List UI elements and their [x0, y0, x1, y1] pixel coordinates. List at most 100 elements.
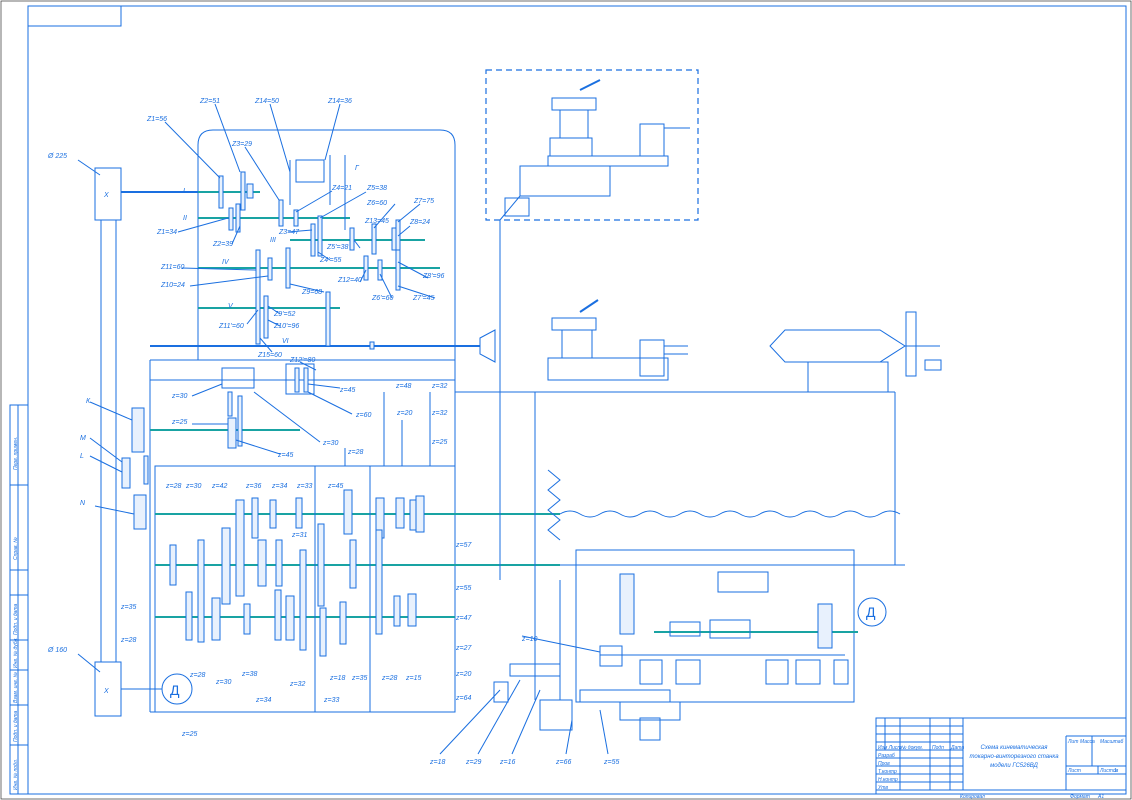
- shaft-3-label: III: [270, 237, 276, 244]
- gear-c-z16: z=16: [499, 759, 515, 766]
- gear-a-z45: z=45: [339, 387, 355, 394]
- stamp-inv-podl: Инв. № подл.: [13, 759, 19, 790]
- stamp-perv-primen: Перв. примен.: [13, 437, 19, 470]
- gear-z4-21: Z4=21: [331, 185, 352, 192]
- gear-z8-24: Z8=24: [409, 219, 430, 226]
- gear-z12-80: Z12'=80: [289, 357, 315, 364]
- stamp-inv-dubl: Инв. № дубл.: [13, 637, 19, 668]
- main-motor-label: Д: [170, 682, 180, 698]
- gear-b-z38: z=38: [241, 671, 257, 678]
- gear-z1-34: Z1=34: [156, 229, 177, 236]
- gear-a-z45b: z=45: [277, 452, 293, 459]
- gear-a-z32: z=32: [431, 383, 447, 390]
- tb-tcontr: Т.контр: [878, 769, 897, 775]
- gear-b-z36: z=36: [245, 483, 261, 490]
- gear-b-z57: z=57: [455, 542, 472, 549]
- tb-check: Пров: [878, 761, 890, 767]
- gear-c-z29: z=29: [465, 759, 481, 766]
- gear-b-z30b: z=30: [215, 679, 231, 686]
- gear-z14-50: Z14=50: [254, 98, 279, 105]
- stamp-vzam-inv: Взам. инв. №: [13, 671, 19, 703]
- gear-a-z30b: z=30: [322, 440, 338, 447]
- shaft-1-label: I: [183, 188, 185, 195]
- gear-b-z34: z=34: [271, 483, 287, 490]
- shaft-4-label: IV: [222, 259, 230, 266]
- title-block: Изм Лист № докум. Подп Дата Разраб Пров …: [875, 717, 1127, 800]
- tb-ncontr: Н.контр: [878, 777, 898, 783]
- gear-b-z20: z=20: [455, 671, 471, 678]
- gear-z9-52: Z9'=52: [273, 311, 295, 318]
- gear-c-z18: z=18: [429, 759, 445, 766]
- shaft-2-label: II: [183, 215, 187, 222]
- gear-b-z15: z=15: [405, 675, 421, 682]
- gear-a-z25: z=25: [171, 419, 187, 426]
- gear-z7b-45: Z7'=45: [412, 295, 434, 302]
- gear-b-z64: z=64: [455, 695, 471, 702]
- gear-a-z28: z=28: [347, 449, 363, 456]
- tool-post-detail: [485, 69, 699, 221]
- gear-b-z31: z=31: [291, 532, 307, 539]
- gear-b-z33: z=33: [296, 483, 312, 490]
- gear-b-z55: z=55: [455, 585, 471, 592]
- gear-z7-75: Z7=75: [413, 198, 434, 205]
- tb-title-3: модели ГС526ВД: [990, 763, 1039, 769]
- tailstock: [769, 311, 942, 393]
- gear-b-z34b: z=34: [255, 697, 271, 704]
- pulley-bottom-label: Ø 160: [47, 647, 67, 654]
- shaft-k-label: К: [86, 398, 91, 405]
- apron-motor-label: Д: [866, 604, 876, 620]
- gear-a-z30: z=30: [171, 393, 187, 400]
- gear-b-z30: z=30: [185, 483, 201, 490]
- pulley-top: [94, 167, 122, 221]
- tb-title-2: токарно-винторезного станка: [969, 754, 1059, 760]
- lead-screw: [455, 220, 905, 700]
- pulley-top-mark: X: [103, 192, 109, 199]
- gear-z3-47: Z3=47: [278, 229, 300, 236]
- gear-a-z32b: z=32: [431, 410, 447, 417]
- gear-z3-29: Z3=29: [231, 141, 252, 148]
- shaft-5-label: V: [228, 303, 234, 310]
- gear-z14-36: Z14=36: [327, 98, 352, 105]
- tb-scale: Масштаб: [1100, 739, 1124, 745]
- gear-z10-24: Z10=24: [160, 282, 185, 289]
- gear-a-z48: z=48: [395, 383, 411, 390]
- tb-sign: Подп: [932, 745, 944, 751]
- carriage: [479, 299, 688, 381]
- gear-b-z28c: z=28: [189, 672, 205, 679]
- apron: Д z=10 z=18 z=29 z=16 z=66 z=55: [429, 549, 887, 766]
- gear-z5b-38: Z5'=38: [326, 244, 348, 251]
- gear-z2-51: Z2=51: [199, 98, 220, 105]
- shaft-6-label: VI: [282, 338, 289, 345]
- gear-b-z28d: z=28: [381, 675, 397, 682]
- pulley-bottom-mark: X: [103, 688, 109, 695]
- gear-z11-60: Z11=60: [160, 264, 185, 271]
- tb-sheets-count: 1: [1114, 768, 1117, 774]
- gear-a-z60: z=60: [355, 412, 371, 419]
- gear-z12-40: Z12=40: [337, 277, 362, 284]
- gear-c-z10: z=10: [521, 636, 537, 643]
- tb-sheets: Листов: [1099, 768, 1119, 774]
- reverse-gears: К М L N z=30 z=25 z=45 z=60 z=30 z=45: [80, 360, 455, 713]
- gear-a-z20: z=20: [396, 410, 412, 417]
- gear-b-z42: z=42: [211, 483, 227, 490]
- gear-z6b-60: Z6'=60: [371, 295, 393, 302]
- tb-format: Формат: [1070, 794, 1090, 800]
- tb-sheet: Лист: [1067, 768, 1081, 774]
- gear-b-z47: z=47: [455, 615, 472, 622]
- gear-z5-38: Z5=38: [366, 185, 387, 192]
- gear-z1-56: Z1=56: [146, 116, 167, 123]
- belt-drive: X X Ø 225 Ø 160 Д: [47, 153, 198, 717]
- apron-motor: [857, 597, 887, 627]
- shaft-n-label: N: [80, 500, 86, 507]
- gear-b-z45: z=45: [327, 483, 343, 490]
- pulley-top-label: Ø 225: [47, 153, 67, 160]
- gear-b-z35b: z=35: [351, 675, 367, 682]
- gear-b-z33b: z=33: [323, 697, 339, 704]
- gear-c-z55: z=55: [603, 759, 619, 766]
- shaft-g-label: Г: [355, 165, 360, 172]
- tb-dev: Разраб: [878, 753, 895, 759]
- gear-z13-45: Z13=45: [364, 218, 389, 225]
- shaft-l-label: L: [80, 453, 84, 460]
